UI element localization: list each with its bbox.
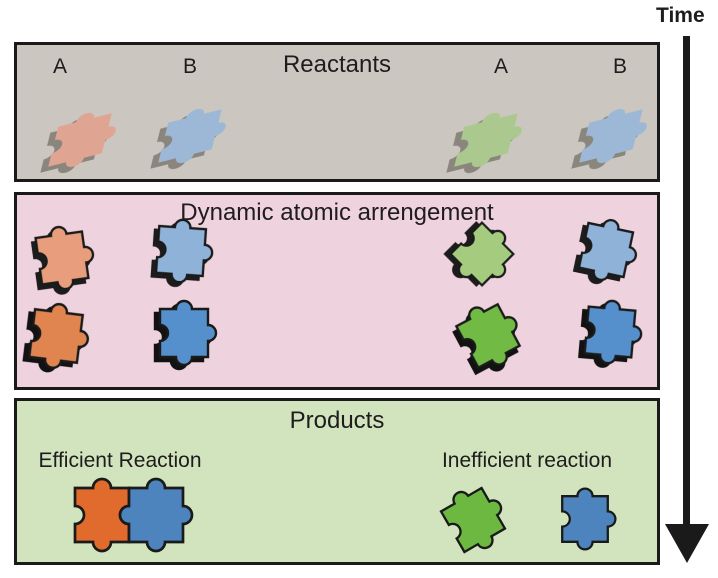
puzzle-piece-arrangement-B-right-2-icon: [568, 290, 653, 375]
label-B-right: B: [612, 55, 628, 78]
arrangement-title: Dynamic atomic arrengement: [180, 199, 494, 226]
time-arrow-head-icon: [665, 524, 709, 563]
label-A-left: A: [52, 55, 68, 78]
label-B-left: B: [182, 55, 198, 78]
inefficient-reaction-label: Inefficient reaction: [441, 449, 613, 472]
products-title: Products: [289, 407, 385, 434]
puzzle-piece-unreacted-B-icon: [547, 481, 623, 557]
label-A-right: A: [493, 55, 509, 78]
puzzle-piece-arrangement-A-left-1-icon: [18, 214, 106, 302]
joined-piece-B: [118, 477, 194, 553]
efficient-reaction-label: Efficient Reaction: [38, 449, 202, 472]
puzzle-pieces-joined-product-icon: [57, 470, 201, 560]
time-arrow-shaft: [683, 36, 690, 526]
puzzle-piece-arrangement-B-left-1-icon: [139, 209, 222, 292]
reactants-title: Reactants: [282, 51, 392, 78]
puzzle-piece-arrangement-A-left-2-icon: [11, 291, 100, 380]
puzzle-piece-arrangement-B-right-1-icon: [561, 205, 651, 295]
time-axis-label: Time: [656, 4, 705, 27]
reactants-panel: Reactants A B A B: [14, 42, 660, 182]
arrangement-panel: Dynamic atomic arrengement: [14, 192, 660, 390]
puzzle-piece-arrangement-B-left-2-icon: [144, 293, 224, 373]
